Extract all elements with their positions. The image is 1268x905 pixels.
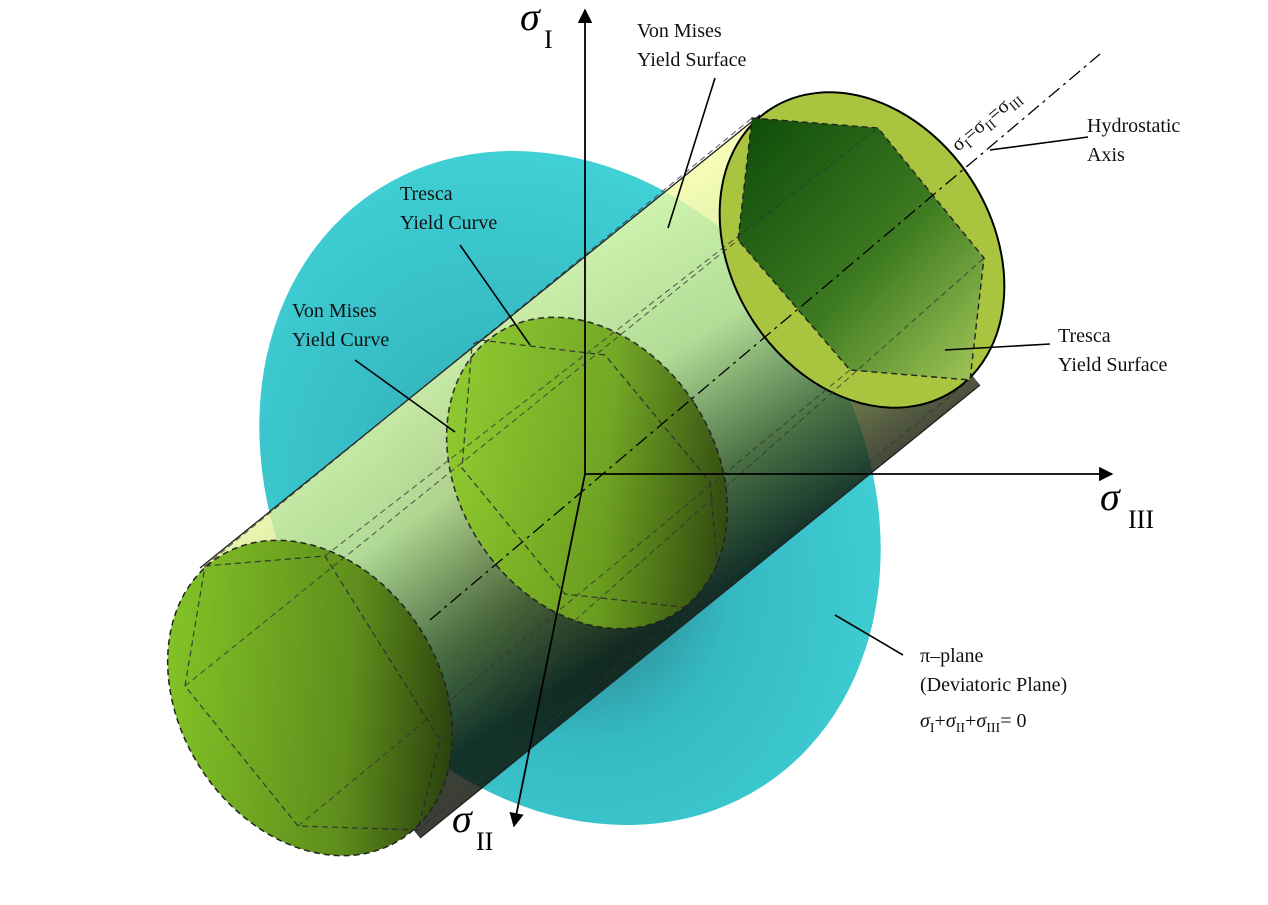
von-mises-yield-curve-label: Von Mises Yield Curve — [292, 300, 389, 351]
pi-plane-label: π–plane (Deviatoric Plane) — [920, 645, 1067, 696]
svg-text:Yield Surface: Yield Surface — [1058, 354, 1168, 376]
tresca-yield-surface-label: Tresca Yield Surface — [1058, 325, 1168, 376]
svg-text:σ: σ — [1100, 474, 1121, 519]
svg-text:Von Mises: Von Mises — [637, 20, 722, 42]
svg-text:Yield Surface: Yield Surface — [637, 49, 747, 71]
left-cap-ellipse — [166, 539, 454, 857]
pi-plane-equation: σI+σII+σIII= 0 — [920, 710, 1026, 736]
svg-text:II: II — [476, 827, 493, 856]
svg-text:Yield Curve: Yield Curve — [292, 329, 389, 351]
von-mises-yield-curve-ellipse — [445, 316, 729, 630]
svg-text:Axis: Axis — [1087, 144, 1125, 166]
leader-lines — [354, 77, 1089, 656]
sigma-2-axis — [509, 473, 586, 828]
svg-text:Hydrostatic: Hydrostatic — [1087, 115, 1180, 137]
tresca-yield-curve-label: Tresca Yield Curve — [400, 183, 497, 234]
svg-text:(Deviatoric Plane): (Deviatoric Plane) — [920, 674, 1067, 696]
svg-text:σ: σ — [452, 796, 473, 841]
svg-text:σ: σ — [520, 0, 541, 39]
cylinder-bottom-edge — [419, 384, 981, 839]
tresca-yield-curve-hexagon — [461, 339, 721, 609]
svg-text:Von Mises: Von Mises — [292, 300, 377, 322]
svg-text:Tresca: Tresca — [1058, 325, 1111, 347]
sigma-3-label: σ III — [1100, 474, 1154, 534]
sigma-1-label: σ I — [520, 0, 553, 54]
cylinder-generator-lines — [184, 117, 985, 831]
hydrostatic-axis-equation: σI=σII=σIII — [947, 85, 1027, 158]
cylinder-top-edge — [199, 114, 761, 569]
sigma-2-label: σ II — [452, 796, 493, 856]
tresca-yield-surface-hexagon — [737, 117, 985, 381]
svg-text:I: I — [544, 25, 553, 54]
svg-text:π–plane: π–plane — [920, 645, 984, 667]
svg-text:Tresca: Tresca — [400, 183, 453, 205]
svg-text:σI=σII=σIII: σI=σII=σIII — [947, 85, 1027, 158]
svg-text:Yield Curve: Yield Curve — [400, 212, 497, 234]
svg-text:III: III — [1128, 505, 1154, 534]
hydrostatic-axis-line — [429, 53, 1101, 621]
svg-text:σI+σII+σIII= 0: σI+σII+σIII= 0 — [920, 710, 1026, 736]
hydrostatic-axis-label: Hydrostatic Axis — [1087, 115, 1180, 166]
von-mises-yield-surface-label: Von Mises Yield Surface — [637, 20, 747, 71]
